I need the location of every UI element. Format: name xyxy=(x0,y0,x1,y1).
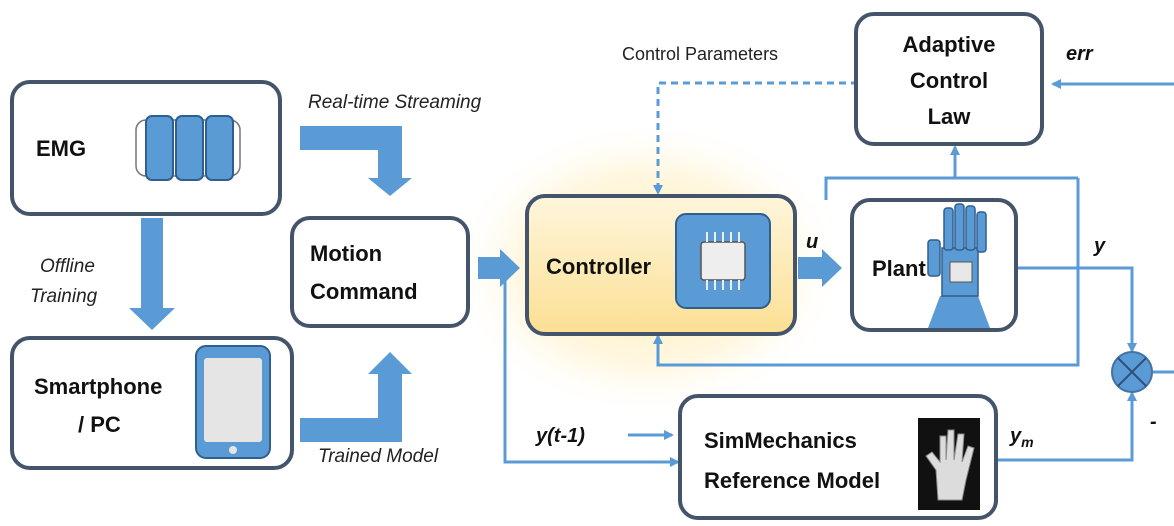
smartphone-label-line2: / PC xyxy=(78,412,121,437)
plant-label: Plant xyxy=(872,256,926,281)
control-parameters-label: Control Parameters xyxy=(622,44,778,64)
adaptive-label-line1: Adaptive xyxy=(903,32,996,57)
ym-base: y xyxy=(1009,425,1022,447)
adaptive-label-line3: Law xyxy=(928,104,972,129)
motion-to-controller-arrow xyxy=(478,249,520,287)
robotic-hand-icon xyxy=(927,203,990,328)
reference-input-line xyxy=(503,270,680,467)
err-signal: err xyxy=(1066,43,1094,65)
motion-label-line2: Command xyxy=(310,279,418,304)
emg-label: EMG xyxy=(36,136,86,161)
realtime-stream-arrow xyxy=(300,126,412,196)
reference-label-line2: Reference Model xyxy=(704,468,880,493)
summing-junction xyxy=(1111,351,1153,393)
reference-label-line1: SimMechanics xyxy=(704,428,857,453)
tablet-icon xyxy=(195,345,271,459)
y-prev-signal: y(t-1) xyxy=(535,425,585,447)
controller-label: Controller xyxy=(546,254,652,279)
adaptive-input-line xyxy=(824,176,1078,200)
y-signal: y xyxy=(1093,235,1106,257)
smartphone-label-line1: Smartphone xyxy=(34,374,162,399)
minus-sign: - xyxy=(1150,411,1157,433)
trained-model-arrow xyxy=(300,352,412,442)
controller-to-plant-arrow xyxy=(798,249,842,287)
u-signal: u xyxy=(806,231,818,253)
control-parameters-line xyxy=(653,81,858,195)
ym-signal: ym xyxy=(1009,425,1034,450)
reference-model-block xyxy=(678,394,998,520)
emg-armband-icon xyxy=(135,115,241,181)
realtime-streaming-label: Real-time Streaming xyxy=(308,92,482,113)
ym-line xyxy=(998,391,1137,462)
offline-label-line2: Training xyxy=(30,286,98,307)
offline-training-arrow xyxy=(129,218,175,330)
trained-model-label: Trained Model xyxy=(318,446,439,467)
ym-subscript: m xyxy=(1021,434,1033,450)
reference-hand-icon xyxy=(918,418,980,510)
y-feedback-line xyxy=(653,178,1080,367)
motion-label-line1: Motion xyxy=(310,241,382,266)
microchip-icon xyxy=(675,213,771,309)
adaptive-label-line2: Control xyxy=(910,68,988,93)
adaptive-law-block xyxy=(854,12,1044,146)
y-output-line xyxy=(1017,266,1137,353)
motion-command-block xyxy=(290,216,470,328)
offline-label-line1: Offline xyxy=(40,256,95,277)
